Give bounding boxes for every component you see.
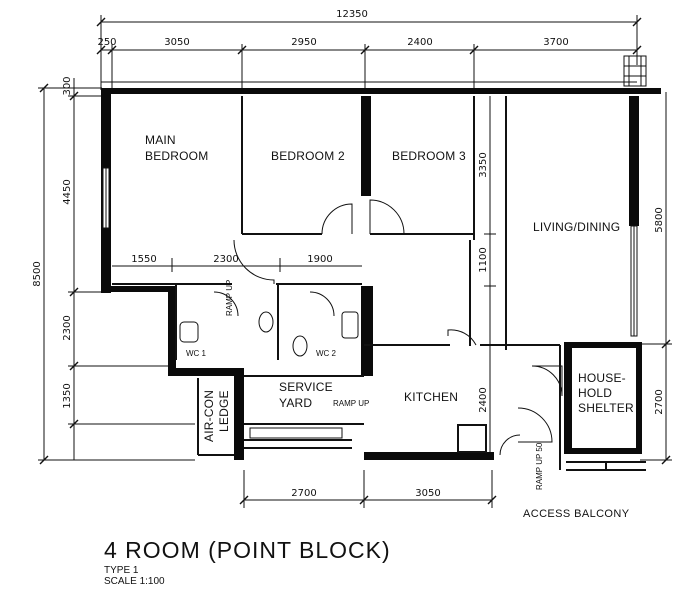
plan-title: 4 ROOM (POINT BLOCK) (104, 537, 391, 563)
fixtures (179, 311, 359, 357)
ladder-icon (623, 55, 647, 87)
dim-left-overall: 8500 (32, 261, 43, 286)
dim-interior-v-3: 2400 (478, 387, 489, 412)
dim-interior-v-2: 1100 (478, 247, 489, 272)
windows (102, 167, 638, 439)
room-label-service-yard-1: SERVICE (279, 380, 333, 394)
dim-left-3: 2300 (62, 315, 73, 340)
dim-left-1: 300 (62, 76, 73, 95)
room-label-aircon-2: LEDGE (217, 390, 231, 432)
room-label-main-bedroom-1: MAIN (145, 133, 176, 147)
plan-type: TYPE 1 (104, 565, 139, 576)
room-label-living-dining: LIVING/DINING (533, 220, 620, 234)
room-label-shelter-1: HOUSE- (578, 371, 626, 385)
room-label-service-yard-2: YARD (279, 396, 312, 410)
dim-top-5: 3700 (543, 37, 568, 48)
dim-top-2: 3050 (164, 37, 189, 48)
plan-scale: SCALE 1:100 (104, 576, 165, 587)
dim-interior-h-3: 1900 (307, 254, 332, 265)
dim-right-2: 2700 (654, 389, 665, 414)
room-label-kitchen: KITCHEN (404, 390, 458, 404)
room-label-wc-1: WC 1 (186, 349, 207, 358)
room-label-shelter-2: HOLD (578, 386, 612, 400)
room-label-bedroom-3: BEDROOM 3 (392, 149, 466, 163)
room-label-wc-2: WC 2 (316, 349, 337, 358)
ramp-label-yard: RAMP UP (333, 399, 369, 408)
dim-right-1: 5800 (654, 207, 665, 232)
interior-walls (112, 96, 646, 471)
dim-interior-h-2: 2300 (213, 254, 238, 265)
dim-left-2: 4450 (62, 179, 73, 204)
dim-bottom-1: 2700 (291, 488, 316, 499)
ramp-label-wc1: RAMP UP (225, 280, 234, 316)
room-label-main-bedroom-2: BEDROOM (145, 149, 208, 163)
dim-interior-h-1: 1550 (131, 254, 156, 265)
dim-left-4: 1350 (62, 383, 73, 408)
exterior-walls (101, 88, 661, 460)
dim-top-3: 2950 (291, 37, 316, 48)
dim-overall-width: 12350 (336, 9, 368, 20)
dim-interior-v-1: 3350 (478, 152, 489, 177)
dimension-lines (38, 15, 672, 508)
dim-bottom-2: 3050 (415, 488, 440, 499)
door-swings (213, 199, 563, 456)
room-label-aircon-1: AIR-CON (202, 390, 216, 442)
dimension-ticks (39, 17, 671, 505)
dim-top-4: 2400 (407, 37, 432, 48)
room-label-bedroom-2: BEDROOM 2 (271, 149, 345, 163)
dim-top-1: 250 (97, 37, 116, 48)
ramp-label-balcony: RAMP UP 50 (535, 442, 544, 490)
access-balcony-label: ACCESS BALCONY (523, 508, 630, 520)
room-label-shelter-3: SHELTER (578, 401, 634, 415)
